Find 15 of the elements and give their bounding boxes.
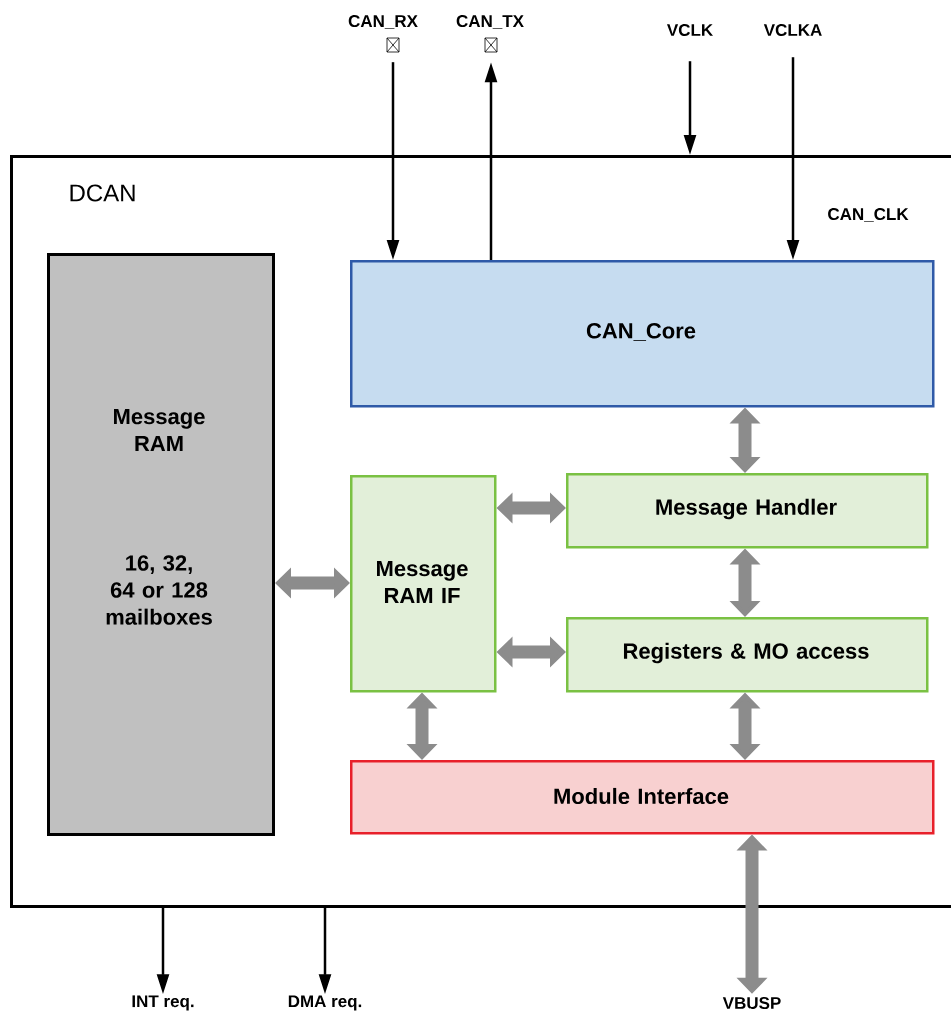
handler-block: Message Handler (566, 473, 929, 549)
memory-block: Message RAM 16, 32, 64 or 128 mailboxes (47, 253, 275, 836)
signal-label: INT req. (132, 995, 194, 1011)
signal-label: VCLKA (763, 24, 822, 37)
signal-label: CAN_TX (456, 15, 524, 29)
interface-block: Module Interface (350, 760, 935, 835)
register-block: Registers & MO access (566, 617, 929, 693)
signal-label: VBUSP (722, 997, 781, 1010)
signal-label: DMA req. (288, 995, 362, 1011)
interface-block: Message RAM IF (350, 475, 497, 693)
signal-label: CAN_RX (348, 15, 418, 29)
block-arrow (275, 567, 350, 599)
edge-label: CAN_CLK (828, 208, 909, 222)
signal-label: VCLK (667, 24, 713, 37)
core-block: CAN_Core (350, 260, 935, 408)
